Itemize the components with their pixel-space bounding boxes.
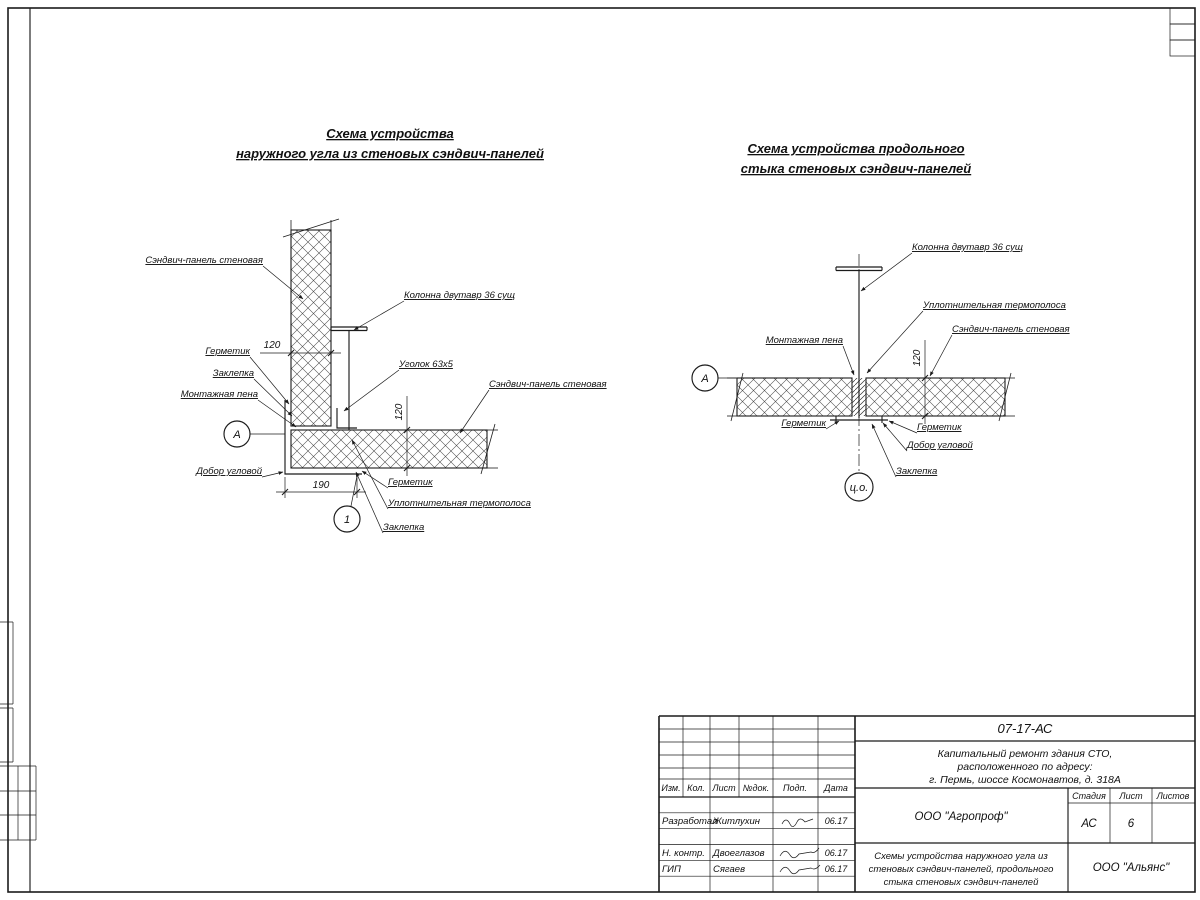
break-symbol-right — [998, 372, 1015, 422]
joint-title-line1: Схема устройства продольного — [747, 141, 964, 156]
label-panel-right: Сэндвич-панель стеновая — [489, 379, 607, 390]
dim-panel-thickness: 120 — [260, 340, 341, 357]
signature-row-gip: ГИП Сягаев 06.17 — [662, 864, 848, 875]
label-sealant-left: Герметик — [781, 418, 826, 429]
break-symbol-top — [282, 218, 340, 238]
corner-detail: Схема устройства наружного угла из стено… — [145, 126, 607, 534]
left-margin-stamp-fragments — [0, 621, 37, 841]
label-column: Колонна двутавр 36 сущ — [404, 290, 515, 301]
dim-text-120b: 120 — [394, 403, 405, 420]
svg-text:А: А — [700, 373, 708, 385]
sheets-header: Листов — [1156, 791, 1190, 801]
label-thermal-strip: Уплотнительная термополоса — [922, 300, 1066, 311]
svg-text:ц.о.: ц.о. — [850, 482, 869, 494]
corner-title-line1: Схема устройства — [326, 126, 454, 141]
corner-stamp-cells — [1169, 7, 1196, 57]
design-org: ООО "Агропроф" — [914, 811, 1008, 823]
dim-text-190: 190 — [313, 480, 330, 491]
label-column: Колонна двутавр 36 сущ — [912, 242, 1023, 253]
axis-marker-a: А — [223, 420, 285, 448]
signature-mark — [779, 864, 821, 875]
signature-row-ncontrol: Н. контр. Двоеглазов 06.17 — [662, 847, 849, 859]
svg-text:А: А — [232, 429, 240, 441]
label-rivet-bottom: Заклепка — [383, 522, 424, 533]
svg-text:1: 1 — [344, 514, 350, 526]
signature-mark — [779, 847, 820, 859]
stage-value: АС — [1080, 818, 1097, 830]
label-sealant-left: Герметик — [205, 346, 250, 357]
row-name: Сягаев — [713, 864, 745, 875]
node-marker-1: 1 — [333, 475, 361, 533]
wall-panel-right — [865, 377, 1006, 417]
row-role: Разработал — [662, 816, 718, 827]
label-corner-trim: Добор угловой — [906, 440, 974, 451]
sheet-header: Лист — [1118, 791, 1143, 801]
center-axis-marker: ц.о. — [844, 472, 874, 502]
sheet-title-line1: Схемы устройства наружного угла из — [874, 851, 1048, 862]
title-block: Изм. Кол. Лист №док. Подп. Дата Разработ… — [658, 715, 1195, 892]
signature-mark — [781, 818, 814, 827]
row-date: 06.17 — [825, 848, 849, 858]
col-header-izm: Изм. — [661, 783, 680, 793]
document-code: 07-17-АС — [998, 721, 1054, 736]
label-rivet-left: Заклепка — [213, 368, 254, 379]
dim-panel-thickness: 120 — [912, 340, 929, 424]
label-foam: Монтажная пена — [181, 389, 258, 400]
company-name: ООО "Альянс" — [1093, 862, 1171, 874]
col-header-podp: Подп. — [783, 783, 807, 793]
sheet-value: 6 — [1128, 818, 1135, 830]
dim-corner-width: 190 — [276, 473, 366, 498]
joint-title-line2: стыка стеновых сэндвич-панелей — [741, 161, 971, 176]
row-role: ГИП — [662, 864, 681, 875]
sheet-frame — [0, 7, 1196, 893]
label-angle: Уголок 63х5 — [398, 359, 454, 370]
angle-profile — [336, 408, 357, 429]
dim-panel-thickness-2: 120 — [394, 396, 411, 476]
row-name: Житлухин — [712, 816, 761, 827]
wall-panel-vertical — [290, 229, 332, 427]
label-thermal-strip: Уплотнительная термополоса — [387, 498, 531, 509]
dim-text-120: 120 — [912, 349, 923, 366]
project-line3: г. Пермь, шоссе Космонавтов, д. 318А — [929, 774, 1121, 786]
project-line1: Капитальный ремонт здания СТО, — [938, 748, 1113, 760]
label-panel-left: Сэндвич-панель стеновая — [145, 255, 263, 266]
row-date: 06.17 — [825, 816, 849, 826]
project-line2: расположенного по адресу: — [956, 761, 1092, 773]
label-corner-trim: Добор угловой — [195, 466, 263, 477]
row-name: Двоеглазов — [712, 848, 765, 859]
col-header-list: Лист — [711, 783, 736, 793]
label-panel: Сэндвич-панель стеновая — [952, 324, 1070, 335]
wall-panel-horizontal — [290, 429, 488, 469]
row-date: 06.17 — [825, 864, 849, 874]
col-header-data: Дата — [823, 783, 848, 793]
joint-leaders — [825, 252, 953, 478]
sheet-title-line2: стеновых сэндвич-панелей, продольного — [869, 864, 1054, 875]
col-header-ndok: №док. — [743, 783, 769, 793]
label-sealant-bottom: Герметик — [388, 477, 433, 488]
column-ibeam — [330, 326, 368, 430]
wall-panel-left — [736, 377, 853, 417]
break-symbol-right — [480, 423, 498, 475]
dim-text-120a: 120 — [264, 340, 281, 351]
label-foam: Монтажная пена — [766, 335, 843, 346]
corner-title-line2: наружного угла из стеновых сэндвич-панел… — [236, 146, 544, 161]
row-role: Н. контр. — [662, 848, 705, 859]
signature-row-developer: Разработал Житлухин 06.17 — [662, 816, 848, 827]
joint-detail: Схема устройства продольного стыка стено… — [691, 141, 1070, 502]
label-sealant-right: Герметик — [917, 422, 962, 433]
stage-header: Стадия — [1072, 791, 1106, 801]
label-rivet: Заклепка — [896, 466, 937, 477]
corner-leaders — [249, 265, 490, 534]
sheet-title-line3: стыка стеновых сэндвич-панелей — [884, 877, 1039, 888]
axis-marker-a: А — [691, 364, 736, 392]
col-header-kol: Кол. — [687, 783, 705, 793]
corner-trim-flashing — [284, 400, 362, 475]
